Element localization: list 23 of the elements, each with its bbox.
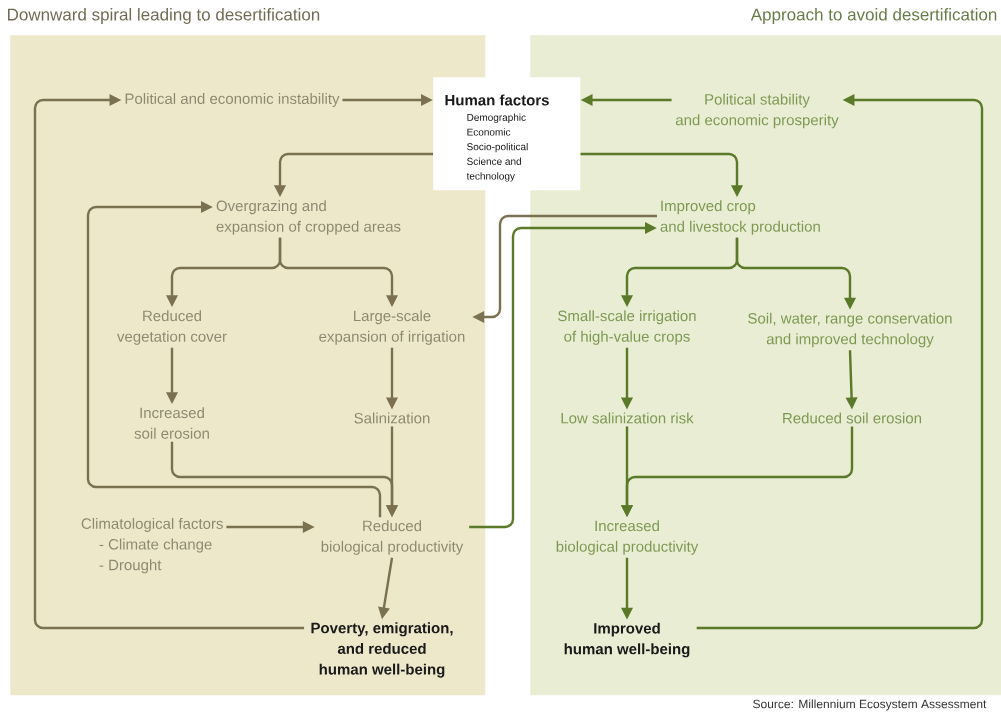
arrow [33,93,305,630]
panel-heading: Approach to avoid desertification [750,8,997,24]
step-label: Overgrazing and expansion of cropped areas [216,200,401,235]
factor-list: Climatological factors - Climate change - Drought [81,517,223,574]
arrow [86,200,382,518]
factor-box: Human factors Demographic Economic Socio-political Science and technology [433,77,581,191]
step-label: Low salinization risk [561,412,694,424]
step-label: Political stability and economic prosperity [675,93,839,129]
step-label: Increased soil erosion [134,407,209,439]
step-label: Soil, water, range conservation and improved technology [748,312,952,348]
step-label: Political and economic instability [125,93,340,107]
step-label: Increased biological productivity [556,520,699,555]
step-label: Salinization [354,412,430,424]
step-label: Reduced vegetation cover [117,310,227,345]
step-label: Reduced soil erosion [783,412,921,424]
step-label: Small-scale irrigation of high-value crops [558,310,696,345]
outcome-label: Improved human well-being [564,622,690,658]
step-label: Reduced biological productivity [321,520,464,555]
step-label: Improved crop and livestock production [660,200,820,235]
source-note: Source: Millennium Ecosystem Assessment [753,699,987,711]
outcome-label: Poverty, emigration, and reduced human well-being [311,622,453,678]
step-label: Large-scale expansion of irrigation [319,310,465,345]
panel-heading: Downward spiral leading to desertification [8,8,320,24]
